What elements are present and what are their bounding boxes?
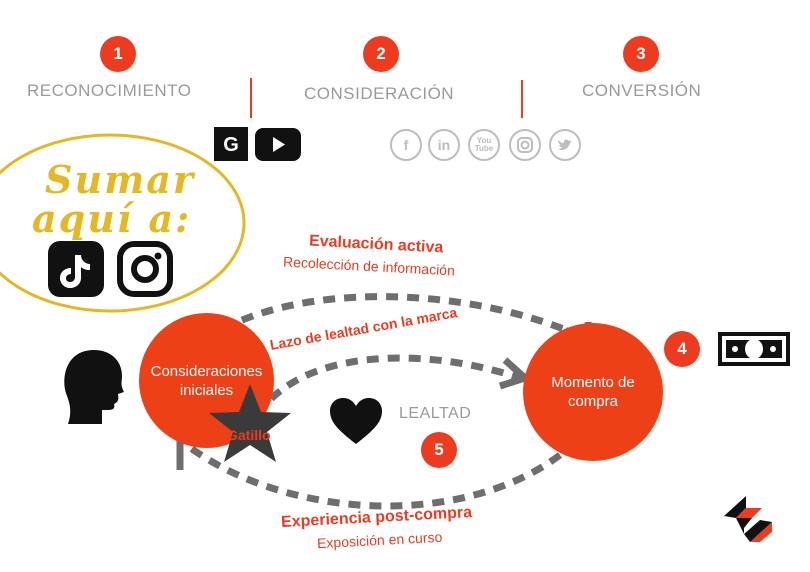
stage-1-number: 1	[100, 36, 136, 72]
trigger-star-icon	[209, 384, 291, 462]
google-icon: G	[214, 127, 248, 161]
youtube-small-icon: You Tube	[468, 129, 500, 161]
facebook-icon: f	[390, 129, 422, 161]
heart-icon	[330, 398, 382, 444]
linkedin-icon: in	[428, 129, 460, 161]
money-bill-icon	[718, 332, 790, 366]
stage-3-number: 3	[623, 36, 659, 72]
note-line-2: aquí a:	[32, 196, 192, 241]
divider-1	[250, 78, 252, 118]
purchase-line-1: Momento de	[551, 374, 635, 391]
divider-2	[521, 80, 523, 118]
note-oval	[0, 133, 246, 313]
brand-logo-icon	[724, 496, 772, 542]
step-4-number: 4	[664, 331, 700, 367]
twitter-small-icon	[549, 129, 581, 161]
note-line-1: Sumar	[45, 157, 195, 202]
initial-line-2: iniciales	[179, 381, 234, 399]
initial-line-1: Consideraciones	[150, 362, 263, 380]
youtube-icon	[255, 128, 301, 161]
tiktok-icon	[48, 241, 104, 297]
purchase-moment-circle: Momento de compra	[523, 323, 663, 461]
step-5-number: 5	[421, 432, 457, 468]
instagram-small-icon	[509, 129, 541, 161]
trigger-label: Gatillo	[227, 427, 271, 443]
svg-text:G: G	[223, 134, 239, 156]
stage-3-label: CONVERSIÓN	[582, 81, 702, 100]
loyalty-label: LEALTAD	[399, 405, 472, 422]
person-head-icon	[64, 350, 124, 424]
purchase-line-2: compra	[567, 393, 618, 410]
stage-2-label: CONSIDERACIÓN	[304, 84, 455, 103]
stage-2-number: 2	[363, 36, 399, 72]
instagram-icon	[117, 241, 173, 297]
stage-1-label: RECONOCIMIENTO	[27, 81, 192, 100]
